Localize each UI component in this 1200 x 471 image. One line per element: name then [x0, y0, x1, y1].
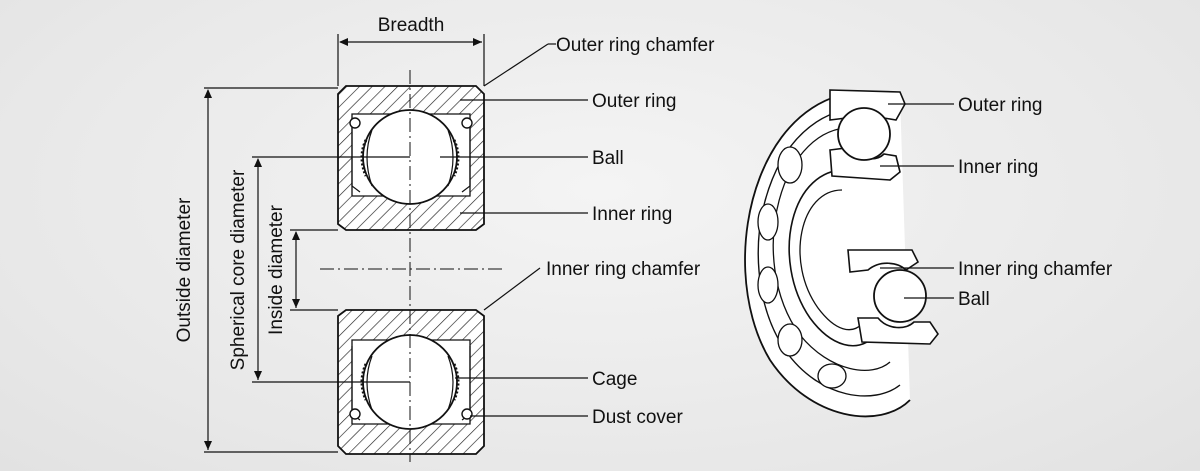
- isometric-bearing: Outer ring Inner ring Inner ring chamfer…: [744, 89, 1113, 418]
- inner-ring-label: Inner ring: [592, 204, 672, 225]
- outside-diameter-label: Outside diameter: [174, 197, 195, 342]
- leader-inner-ring-chamfer: [483, 267, 541, 311]
- inside-diameter-label: Inside diameter: [266, 204, 287, 335]
- iso-ball-1: [777, 146, 803, 184]
- iso-ball-5: [817, 363, 847, 389]
- iso-inner-ring-chamfer-label: Inner ring chamfer: [958, 259, 1113, 280]
- iso-outer-ring-label: Outer ring: [958, 95, 1042, 116]
- iso-inner-ring-inner-edge: [799, 189, 863, 331]
- leader-outer-ring-chamfer: [483, 43, 549, 87]
- bottom-cage-hatch-left: [360, 363, 368, 401]
- iso-inner-ring-outer-edge: [788, 169, 873, 347]
- spherical-core-diameter-label: Spherical core diameter: [228, 169, 249, 370]
- bottom-seal-right: [461, 408, 473, 420]
- ball-label: Ball: [592, 148, 624, 169]
- iso-ball-3: [757, 266, 779, 304]
- iso-bottom-ball: [873, 269, 927, 323]
- iso-ball-4: [777, 323, 803, 357]
- top-cage-hatch-left: [360, 139, 368, 177]
- outer-ring-label: Outer ring: [592, 91, 676, 112]
- iso-raceway-edge: [772, 127, 891, 371]
- iso-ball-2: [757, 203, 779, 241]
- cage-label: Cage: [592, 369, 637, 390]
- iso-bottom-outer-ring-cut: [857, 317, 939, 345]
- top-seal-right: [461, 117, 473, 129]
- iso-inner-ring-label: Inner ring: [958, 157, 1038, 178]
- bottom-seal-left: [349, 408, 361, 420]
- inner-ring-chamfer-label: Inner ring chamfer: [546, 259, 701, 280]
- top-dust-cover-right: [461, 118, 471, 193]
- top-dust-cover-left: [351, 118, 361, 193]
- dust-cover-label: Dust cover: [592, 407, 683, 428]
- top-section: [337, 85, 485, 231]
- breadth-label: Breadth: [378, 15, 445, 36]
- cross-section: Breadth Outside diameter Spherical core …: [174, 15, 715, 462]
- iso-top-ball: [837, 107, 891, 161]
- top-cage-hatch-right: [452, 139, 460, 177]
- bottom-cage-hatch-right: [452, 363, 460, 401]
- outer-ring-chamfer-label: Outer ring chamfer: [556, 35, 715, 56]
- iso-outer-ring-inner-edge: [757, 107, 901, 397]
- iso-ball-label: Ball: [958, 289, 990, 310]
- bottom-cage-right: [447, 355, 454, 411]
- top-seal-left: [349, 117, 361, 129]
- iso-bottom-inner-ring-cut: [847, 249, 920, 273]
